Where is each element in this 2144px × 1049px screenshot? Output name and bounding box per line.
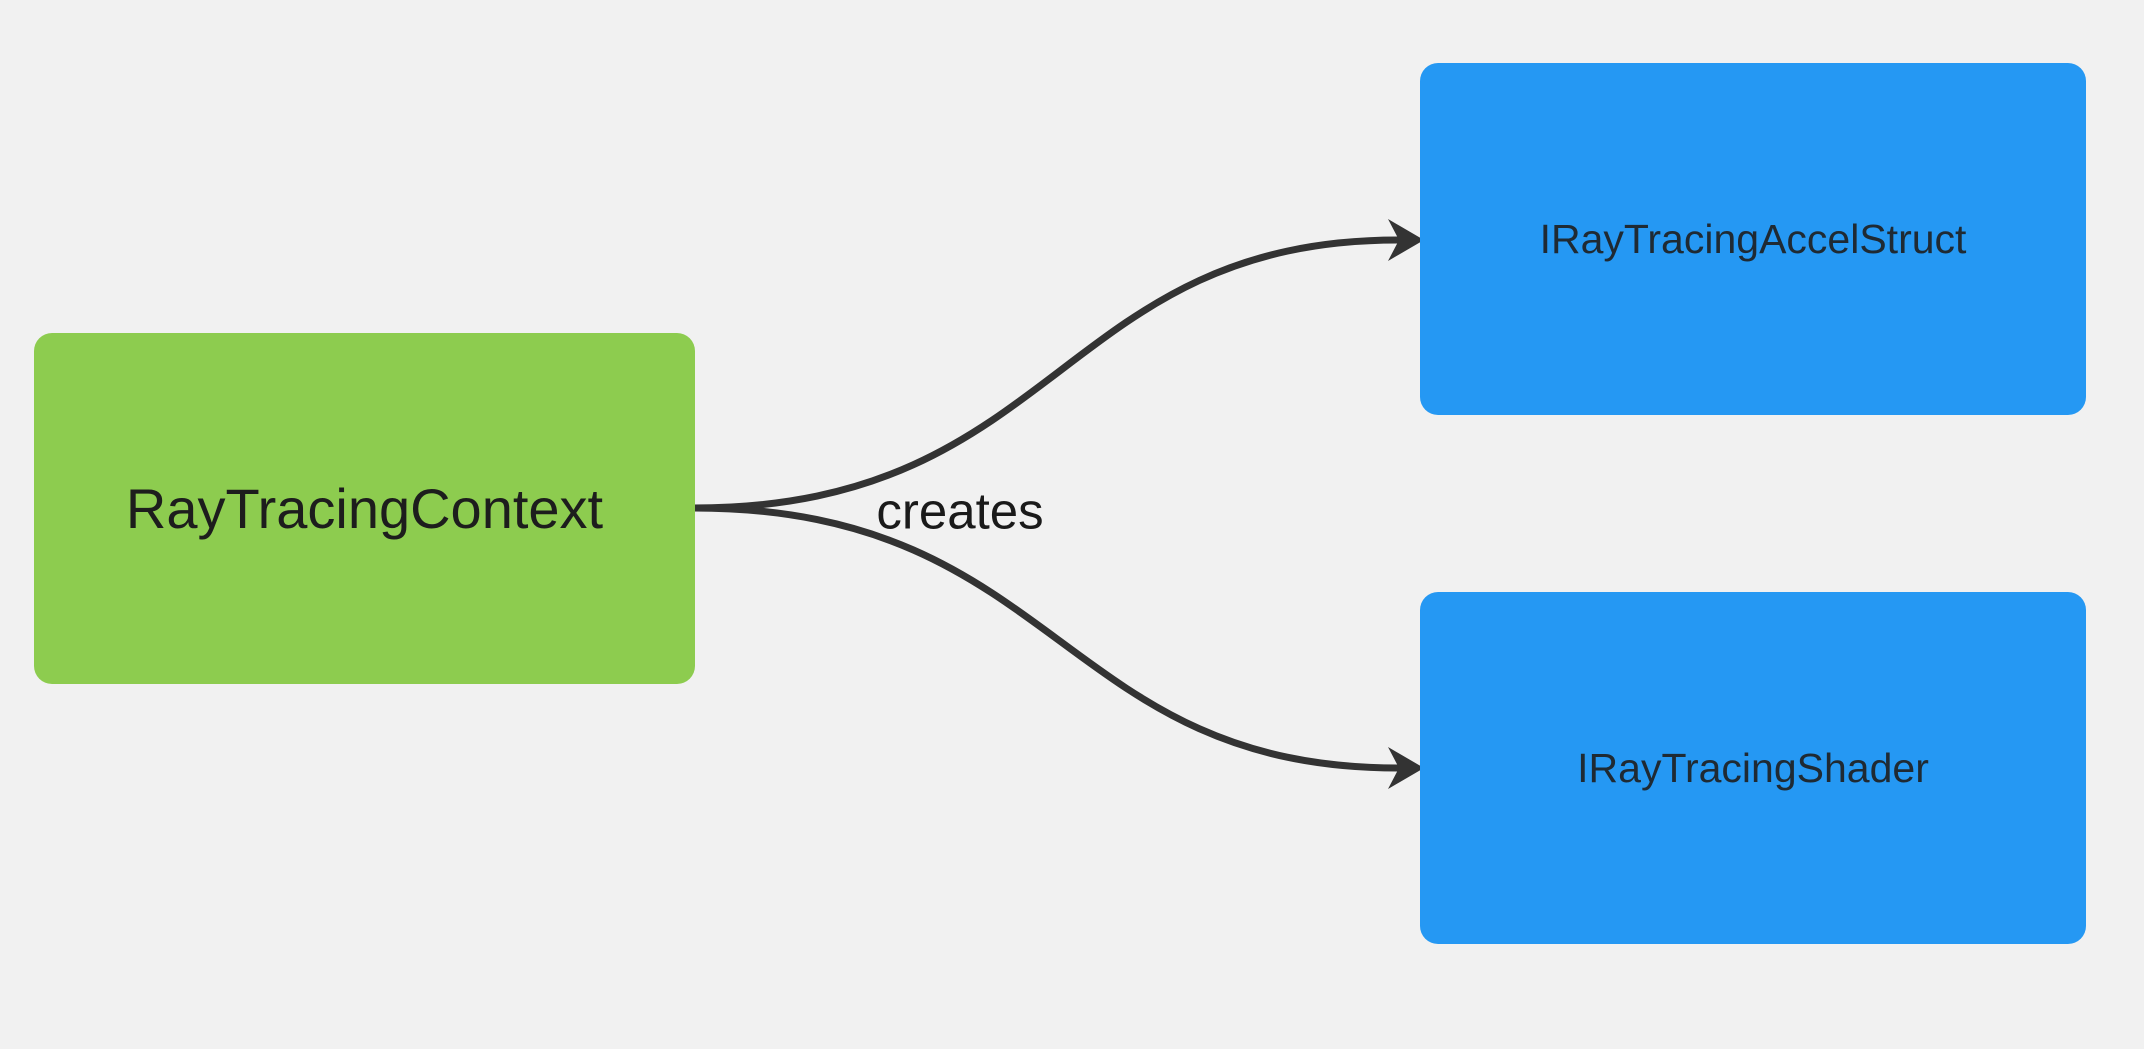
node-iraytracingshader-label: IRayTracingShader [1577, 744, 1929, 791]
node-iraytracingaccelstruct: IRayTracingAccelStruct [1420, 63, 2086, 415]
node-raytracingcontext: RayTracingContext [34, 333, 695, 684]
edge-context-to-accelstruct [690, 236, 1402, 512]
edge-context-to-shader [690, 504, 1402, 772]
node-iraytracingaccelstruct-label: IRayTracingAccelStruct [1539, 215, 1967, 262]
arrowhead-accelstruct [1388, 219, 1424, 261]
arrowhead-shader [1388, 747, 1424, 789]
edge-label-creates: creates [876, 482, 1044, 540]
node-raytracingcontext-label: RayTracingContext [125, 477, 604, 540]
node-iraytracingshader: IRayTracingShader [1420, 592, 2086, 944]
